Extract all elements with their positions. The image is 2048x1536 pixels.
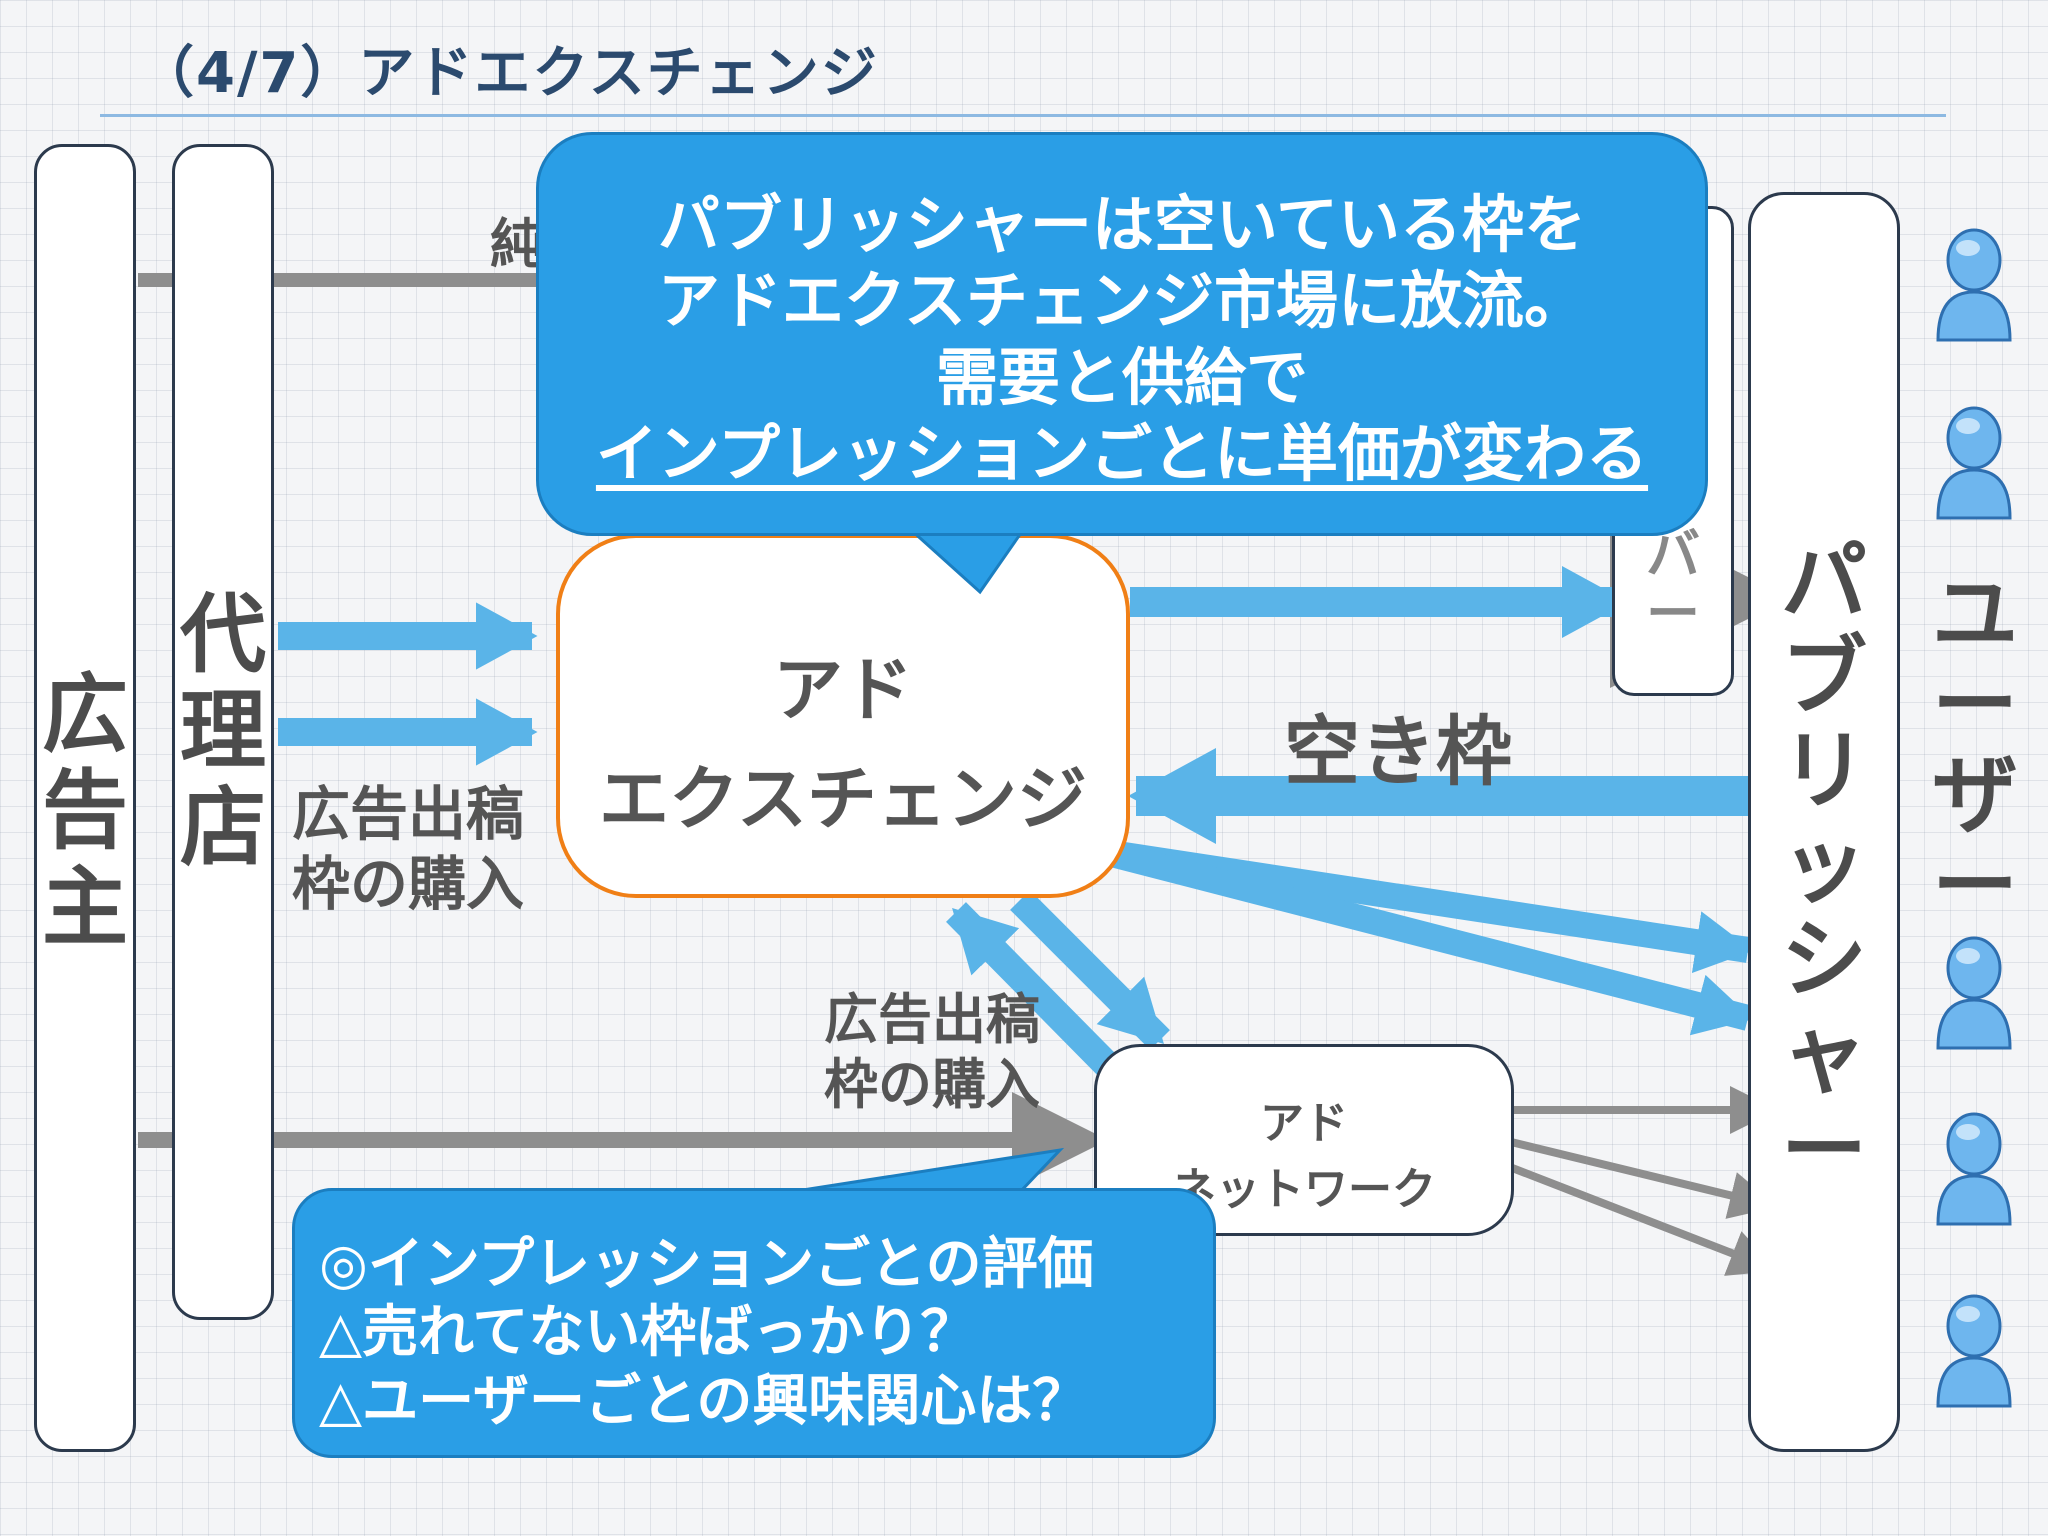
ad-network-line2: ネットワーク: [1172, 1164, 1436, 1215]
top-callout-line1: パブリッシャーは空いている枠を: [657, 188, 1587, 261]
top-callout: パブリッシャーは空いている枠を アドエクスチェンジ市場に放流。 需要と供給で イ…: [536, 132, 1708, 536]
empty-slot-label: 空き枠: [1284, 707, 1512, 796]
ad-exchange-line2: エクスチェンジ: [599, 758, 1087, 840]
advertiser-box: 広 告 主: [34, 144, 136, 1452]
ad-purchase-label-2: 広告出稿 枠の購入: [824, 988, 1040, 1116]
bottom-callout-line1: ◎インプレッションごとの評価: [319, 1232, 1094, 1297]
bottom-callout-line3: △ユーザーごとの興味関心は？: [319, 1368, 1089, 1434]
ad-exchange-line1: アド: [773, 649, 913, 731]
page-title: （4/7）アドエクスチェンジ: [138, 41, 879, 106]
publisher-box: パ ブ リ ッ シ ャ ー: [1748, 192, 1900, 1452]
person-icon: [1936, 228, 2012, 342]
ad-purchase-label-1: 広告出稿 枠の購入: [292, 780, 525, 918]
agency-label: 代 理 店: [180, 585, 266, 878]
adx-to-publisher-arrow-2: [1100, 839, 1754, 1036]
title-divider: [100, 114, 1946, 117]
person-icon: [1936, 936, 2012, 1050]
person-icon: [1936, 406, 2012, 520]
adnetwork-to-publisher-arrow-3: [1464, 1146, 1778, 1276]
adnetwork-to-publisher-arrow-2: [1469, 1128, 1778, 1219]
person-icon: [1936, 1112, 2012, 1226]
publisher-label: パ ブ リ ッ シ ャ ー: [1781, 532, 1867, 1200]
advertiser-label: 広 告 主: [42, 665, 128, 958]
top-callout-line2: アドエクスチェンジ市場に放流。: [657, 264, 1587, 338]
adx-to-adnetwork-arrow: [1010, 890, 1170, 1050]
agency-box: 代 理 店: [172, 144, 274, 1320]
adnetwork-to-adx-arrow: [946, 902, 1122, 1080]
top-callout-line3: 需要と供給で: [935, 340, 1308, 414]
person-icon: [1936, 1294, 2012, 1408]
ad-exchange-node: アド エクスチェンジ: [556, 534, 1130, 898]
bottom-callout: ◎インプレッションごとの評価 △売れてない枠ばっかり？ △ユーザーごとの興味関心…: [292, 1188, 1216, 1458]
top-callout-line4: インプレッションごとに単価が変わる: [595, 416, 1649, 490]
ad-network-line1: アド: [1260, 1098, 1348, 1149]
users-label: ユ ー ザ ー: [1932, 565, 2018, 936]
ad-network-node: アド ネットワーク: [1094, 1044, 1514, 1236]
bottom-callout-line2: △売れてない枠ばっかり？: [319, 1300, 977, 1366]
